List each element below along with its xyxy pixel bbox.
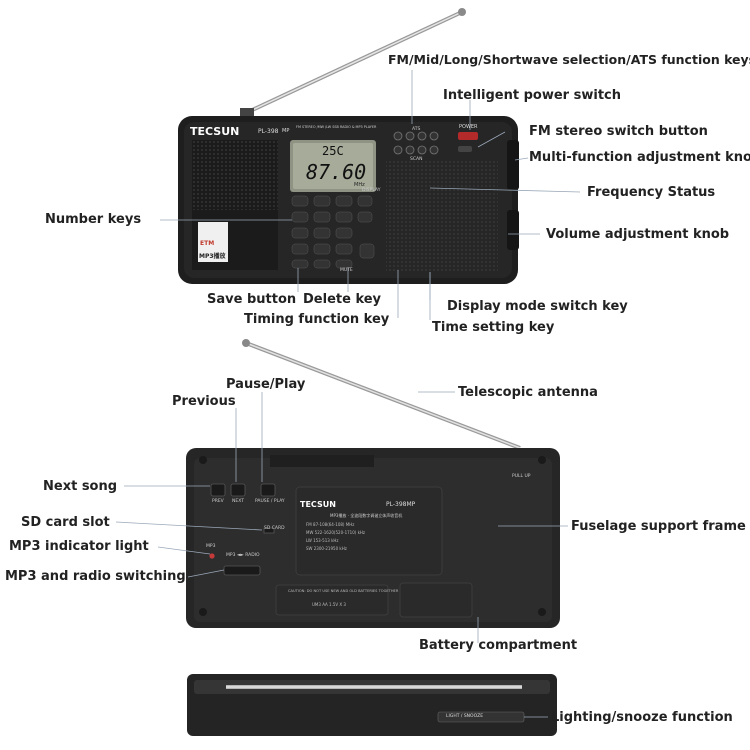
power-key-label: POWER	[459, 124, 478, 130]
band-buttons	[393, 131, 439, 155]
mp3-radio-switch	[223, 565, 261, 576]
label-time-setting: Time setting key	[432, 320, 555, 335]
front-radio-body	[178, 116, 519, 284]
back-playback-buttons	[210, 483, 276, 497]
label-number-keys: Number keys	[45, 212, 142, 227]
battery-spec-text: UM3 AA 1.5V X 3	[312, 602, 346, 607]
mute-key-label: MUTE	[340, 268, 353, 273]
caution-text: CAUTION: DO NOT USE NEW AND OLD BATTERIE…	[288, 589, 399, 593]
front-right-speaker-grill	[386, 160, 498, 272]
next-key-label: NEXT	[232, 499, 244, 504]
power-button-shape	[458, 132, 478, 140]
label-support-frame: Fuselage support frame	[571, 519, 746, 534]
lcd-frequency-readout: 87.60	[306, 160, 367, 184]
label-mp3-radio: MP3 and radio switching	[5, 569, 186, 584]
label-band-keys: FM/Mid/Long/Shortwave selection/ATS func…	[388, 52, 750, 67]
front-subtitle-text: FM STEREO /MW /LW SSB RADIO & MP3 PLAYER	[296, 125, 377, 129]
label-previous: Previous	[172, 394, 236, 409]
label-next-song: Next song	[43, 479, 118, 494]
spec-line-sw: SW 2300-21950 kHz	[306, 546, 347, 551]
label-battery: Battery compartment	[419, 638, 578, 653]
sd-key-label: SD CARD	[264, 526, 285, 531]
label-power-switch: Intelligent power switch	[443, 88, 621, 103]
label-delete-key: Delete key	[303, 292, 382, 307]
spec-line-lw: LW 153-513 kHz	[306, 538, 339, 543]
lcd-top-readout: 25C	[322, 144, 344, 158]
display-key-label: DISPLAY	[362, 188, 381, 193]
switch-key-label: MP3 ◄► RADIO	[226, 553, 260, 558]
label-lighting: Lighting/snooze function	[551, 710, 733, 725]
label-save-button: Save button	[207, 292, 297, 307]
front-model-suffix: MP	[282, 128, 290, 134]
label-sd-slot: SD card slot	[21, 515, 110, 530]
back-radio-body	[186, 448, 560, 628]
badge-mp3-text: MP3播放	[199, 253, 226, 260]
pull-up-label: PULL UP	[512, 474, 531, 479]
prev-key-label: PREV	[212, 499, 224, 504]
lcd-unit-text: MHz	[354, 182, 365, 188]
spec-line-mw: MW 522-1620(520-1710) kHz	[306, 530, 366, 535]
spec-line-fm: FM 87-108(64-108) MHz	[306, 522, 355, 527]
label-freq-status: Frequency Status	[587, 185, 716, 200]
mp3-indicator-label: MP3	[206, 544, 216, 549]
front-model-text: PL-398	[258, 128, 279, 135]
ats-key-label: ATS	[412, 127, 421, 132]
badge-etm-text: ETM	[200, 240, 215, 247]
mp3-indicator-light	[209, 553, 215, 559]
pause-key-label: PAUSE / PLAY	[255, 499, 285, 504]
back-brand-text: TECSUN	[300, 500, 336, 509]
number-keypad	[291, 195, 375, 269]
label-mp3-light: MP3 indicator light	[9, 539, 149, 554]
label-antenna: Telescopic antenna	[458, 385, 598, 400]
scan-key-label: SCAN	[410, 157, 423, 162]
label-fm-stereo: FM stereo switch button	[529, 124, 708, 139]
label-pause-play: Pause/Play	[226, 377, 306, 392]
label-display-mode: Display mode switch key	[447, 299, 628, 314]
label-timing-key: Timing function key	[244, 312, 390, 327]
front-brand-text: TECSUN	[190, 125, 240, 138]
fm-stereo-button-shape	[458, 146, 472, 152]
label-multi-knob: Multi-function adjustment knob	[529, 150, 750, 165]
back-subtitle-text: MP3播放 · 全波段数字调谐立体声收音机	[330, 513, 403, 518]
label-volume-knob: Volume adjustment knob	[546, 227, 730, 242]
side-view-body	[187, 674, 557, 736]
light-key-label: LIGHT / SNOOZE	[446, 714, 484, 719]
back-model-text: PL-398MP	[386, 501, 416, 508]
